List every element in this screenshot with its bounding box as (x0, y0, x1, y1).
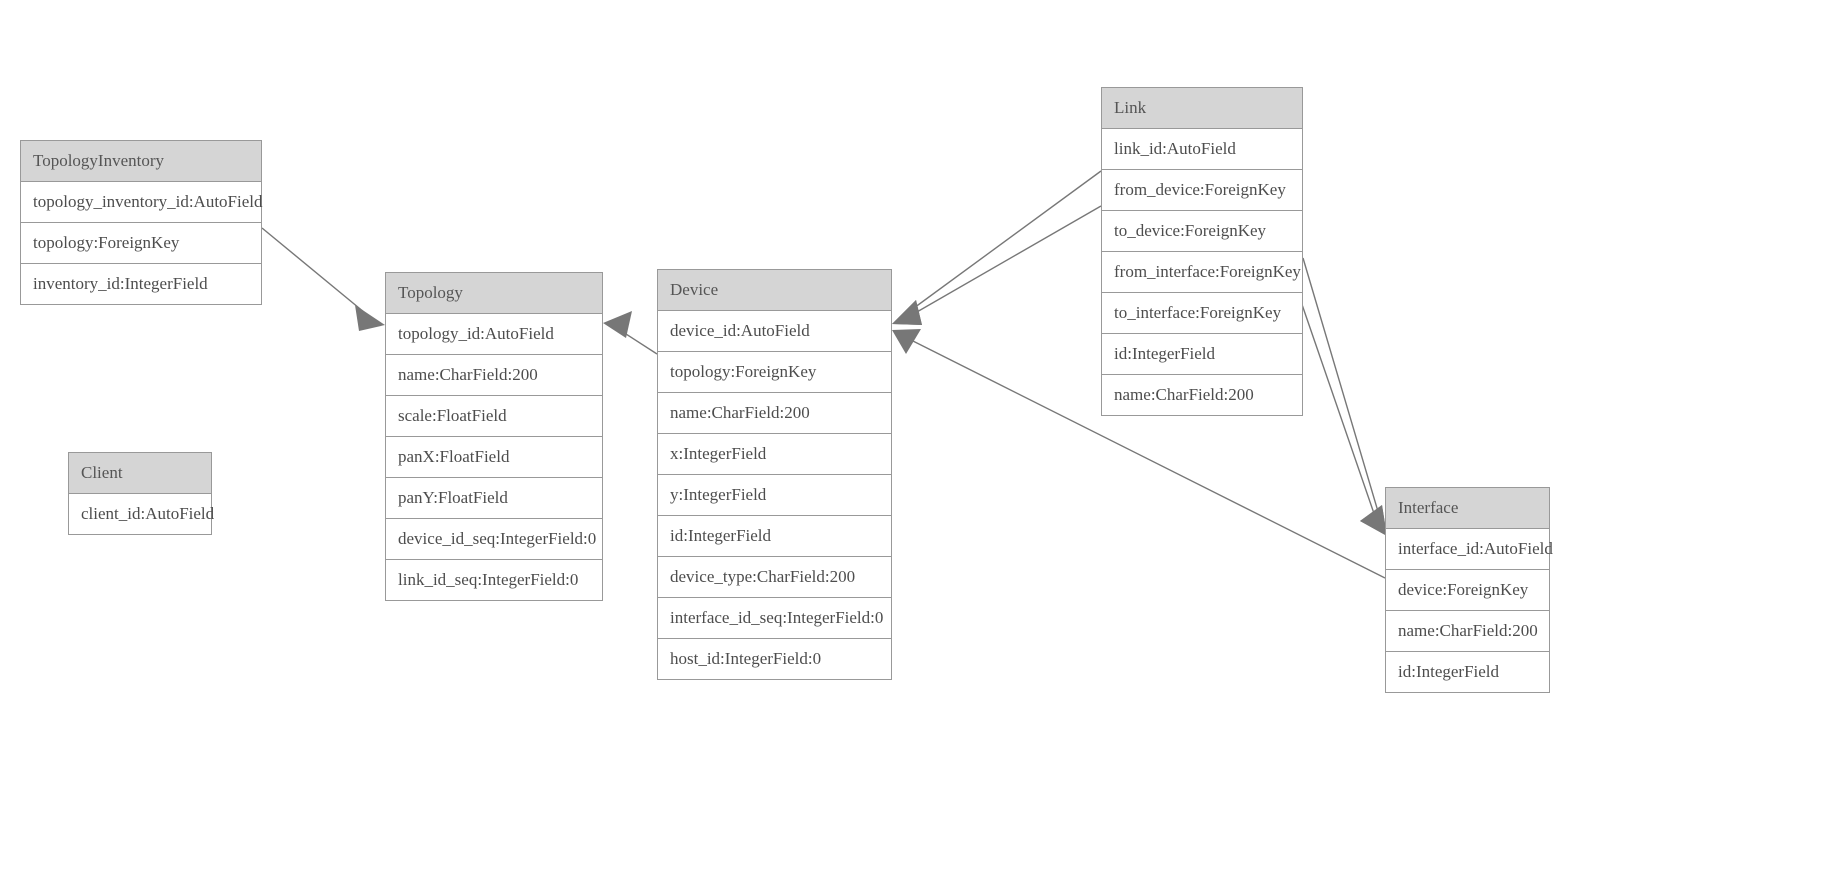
entity-field: name:CharField:200 (1386, 611, 1549, 652)
entity-field: client_id:AutoField (69, 494, 214, 534)
relationship-link-to-interface (1296, 289, 1387, 536)
entity-field: panX:FloatField (386, 437, 602, 478)
arrowhead-icon (603, 311, 632, 338)
relationship-line (611, 324, 658, 355)
entity-field: device_id:AutoField (658, 311, 891, 352)
arrowhead-icon (355, 305, 385, 331)
entity-field: scale:FloatField (386, 396, 602, 437)
entity-field: name:CharField:200 (386, 355, 602, 396)
relationship-topologyinventory-topology (261, 227, 385, 331)
entity-field: from_interface:ForeignKey (1102, 252, 1302, 293)
arrowhead-icon (1360, 505, 1387, 536)
entity-field: id:IntegerField (658, 516, 891, 557)
entity-field: from_device:ForeignKey (1102, 170, 1302, 211)
entity-title: Interface (1386, 488, 1549, 529)
entity-field: topology_inventory_id:AutoField (21, 182, 263, 223)
entity-title: Device (658, 270, 891, 311)
entity-field: host_id:IntegerField:0 (658, 639, 891, 679)
relationship-link-from-interface (1302, 257, 1387, 536)
arrowhead-icon (1360, 505, 1387, 536)
entity-field: x:IntegerField (658, 434, 891, 475)
entity-field: topology:ForeignKey (658, 352, 891, 393)
entity-field: to_device:ForeignKey (1102, 211, 1302, 252)
relationship-device-topology (603, 311, 658, 355)
arrowhead-icon (892, 300, 922, 325)
entity-field: topology:ForeignKey (21, 223, 261, 264)
entity-field: name:CharField:200 (658, 393, 891, 434)
entity-field: link_id:AutoField (1102, 129, 1302, 170)
entity-title: Topology (386, 273, 602, 314)
entity-title: TopologyInventory (21, 141, 261, 182)
entity-title: Client (69, 453, 211, 494)
relationship-line (902, 170, 1102, 317)
relationship-link-to-device (892, 205, 1102, 325)
entity-field: device_type:CharField:200 (658, 557, 891, 598)
entity-field: inventory_id:IntegerField (21, 264, 261, 304)
relationship-link-from-device (892, 170, 1102, 325)
entity-field: id:IntegerField (1102, 334, 1302, 375)
relationship-line (1296, 289, 1380, 529)
entity-field: to_interface:ForeignKey (1102, 293, 1302, 334)
relationship-line (261, 227, 377, 323)
entity-field: device_id_seq:IntegerField:0 (386, 519, 602, 560)
entity-field: name:CharField:200 (1102, 375, 1302, 415)
entity-field: interface_id:AutoField (1386, 529, 1553, 570)
relationship-line (902, 205, 1102, 321)
relationship-line (1302, 257, 1383, 526)
entity-field: device:ForeignKey (1386, 570, 1549, 611)
entity-field: link_id_seq:IntegerField:0 (386, 560, 602, 600)
entity-field: id:IntegerField (1386, 652, 1549, 692)
entity-field: interface_id_seq:IntegerField:0 (658, 598, 891, 639)
arrowhead-icon (892, 300, 922, 325)
entity-title: Link (1102, 88, 1302, 129)
arrowhead-icon (892, 329, 921, 354)
entity-field: panY:FloatField (386, 478, 602, 519)
entity-field: y:IntegerField (658, 475, 891, 516)
entity-field: topology_id:AutoField (386, 314, 602, 355)
